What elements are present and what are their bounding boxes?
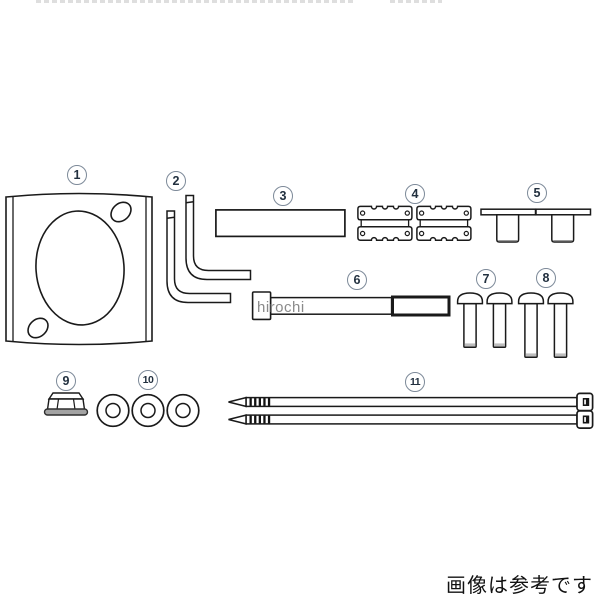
part-number-3: 3 <box>273 186 293 206</box>
part-number-5: 5 <box>527 183 547 203</box>
part-number-9: 9 <box>56 371 76 391</box>
part-number-4: 4 <box>405 184 425 204</box>
watermark-text: hirochi <box>257 299 305 316</box>
part-number-2: 2 <box>166 171 186 191</box>
mounting-plate-drawing <box>0 183 158 349</box>
washers-drawing <box>95 392 201 429</box>
reference-note: 画像は参考です <box>446 575 593 597</box>
flat-plate-drawing <box>215 209 346 238</box>
clamp-block-drawing <box>416 205 472 242</box>
part-number-1: 1 <box>67 165 87 185</box>
t-slider-drawing <box>535 207 593 245</box>
t-slider-drawing <box>480 207 538 245</box>
flange-nut-drawing <box>43 391 89 417</box>
clipped-top-text <box>390 0 442 3</box>
part-number-7: 7 <box>476 269 496 289</box>
cable-ties-drawing <box>226 388 598 434</box>
long-bolt-drawing <box>250 289 455 323</box>
part-number-6: 6 <box>347 270 367 290</box>
short-bolts-drawing <box>456 291 520 351</box>
clipped-top-text <box>36 0 356 3</box>
hex-wrenches-drawing <box>160 192 256 308</box>
part-number-8: 8 <box>536 268 556 288</box>
long-bolts-drawing <box>517 291 581 361</box>
part-number-10: 10 <box>138 370 158 390</box>
part-number-11: 11 <box>405 372 425 392</box>
clamp-block-drawing <box>357 205 413 242</box>
